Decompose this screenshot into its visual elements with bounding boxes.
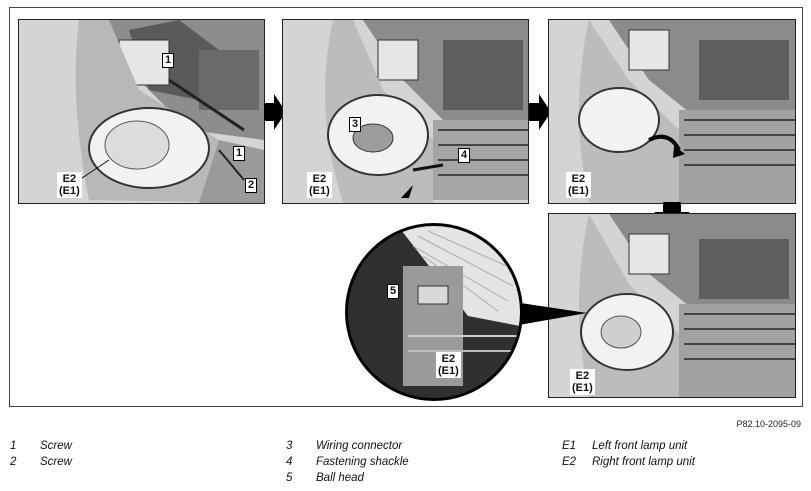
lamp-label: E2(E1) (436, 352, 461, 378)
lamp-label: E2(E1) (566, 172, 591, 198)
lamp-label: E2(E1) (57, 172, 82, 198)
step-3-illustration: E2(E1) (548, 19, 796, 204)
step-1-illustration: 1 1 2 E2(E1) (18, 19, 265, 204)
engine-bay-drawing (549, 214, 795, 397)
callout-1: 1 (162, 53, 175, 68)
engine-bay-drawing (283, 20, 528, 203)
arrow-right-icon (529, 94, 551, 130)
detail-drawing (348, 226, 520, 398)
lamp-label: E2(E1) (307, 172, 332, 198)
callout-3: 3 (349, 117, 362, 132)
callout-2: 2 (245, 178, 258, 193)
step-4-illustration: E2(E1) (548, 213, 796, 398)
figure-frame: 1 1 2 E2(E1) 3 4 E2( (9, 7, 803, 407)
detail-magnified-view: 5 E2(E1) (345, 223, 523, 401)
callout-1: 1 (233, 146, 246, 161)
lamp-label: E2(E1) (570, 369, 595, 395)
engine-bay-drawing (19, 20, 264, 203)
detail-leader-line (507, 301, 587, 327)
callout-4: 4 (458, 148, 471, 163)
step-2-illustration: 3 4 E2(E1) (282, 19, 529, 204)
figure-reference-code: P82.10-2095-09 (736, 419, 801, 429)
arrow-right-icon (264, 94, 286, 130)
callout-5: 5 (387, 284, 400, 299)
